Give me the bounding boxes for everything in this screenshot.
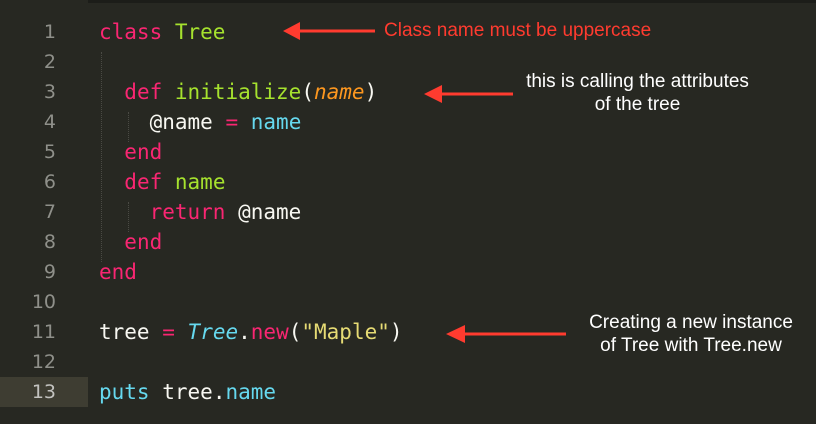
code-token: def <box>124 170 163 194</box>
code-token: new <box>250 320 289 344</box>
line-number-cell: 7 <box>0 197 88 227</box>
arrow-new-instance <box>446 325 566 343</box>
code-token: name <box>313 80 365 104</box>
arrow-class-name <box>283 22 375 40</box>
code-token: @name <box>238 200 302 224</box>
line-number-cell: 4 <box>0 107 88 137</box>
code-token: tree <box>162 380 213 404</box>
code-token: initialize <box>174 80 302 104</box>
code-text: def initialize(name) <box>99 77 377 107</box>
code-token: ( <box>288 320 302 344</box>
line-number-cell: 13 <box>0 377 88 407</box>
code-line[interactable]: 12 <box>0 347 816 377</box>
code-token: name <box>250 110 302 134</box>
tab-bar-edge <box>0 0 816 3</box>
code-line[interactable]: 10 <box>0 287 816 317</box>
line-number: 9 <box>43 261 56 283</box>
code-text: end <box>99 137 162 167</box>
line-number: 3 <box>43 81 56 103</box>
line-number-cell: 10 <box>0 287 88 317</box>
code-line[interactable]: 9 end <box>0 257 816 287</box>
code-text: return @name <box>99 197 302 227</box>
code-line[interactable]: 11 tree = Tree.new("Maple") <box>0 317 816 347</box>
code-line[interactable]: 4 @name = name <box>0 107 816 137</box>
line-number-cell: 5 <box>0 137 88 167</box>
code-text: end <box>99 227 162 257</box>
code-token: class <box>99 20 163 44</box>
annotation-new-instance: Creating a new instance of Tree with Tre… <box>566 311 816 357</box>
line-number-cell: 12 <box>0 347 88 377</box>
line-number-cell: 2 <box>0 47 88 77</box>
code-text: tree = Tree.new("Maple") <box>99 317 403 347</box>
line-number: 11 <box>31 321 56 343</box>
code-token: "Maple" <box>301 320 390 344</box>
code-token: @name <box>149 110 213 134</box>
line-number-cell: 11 <box>0 317 88 347</box>
code-token: return <box>149 200 226 224</box>
code-token: ) <box>389 320 403 344</box>
line-number-cell: 9 <box>0 257 88 287</box>
code-text: def name <box>99 167 225 197</box>
indent-guide <box>128 202 129 232</box>
line-number-cell: 8 <box>0 227 88 257</box>
code-token: = <box>162 320 175 344</box>
code-token: Tree <box>187 320 239 344</box>
code-token: . <box>212 380 226 404</box>
line-number-cell: 6 <box>0 167 88 197</box>
line-number-cell: 3 <box>0 77 88 107</box>
code-text: puts tree.name <box>99 377 276 407</box>
code-token: end <box>124 230 163 254</box>
code-token: Tree <box>174 20 226 44</box>
arrow-initialize <box>424 85 513 103</box>
line-number: 12 <box>31 351 56 373</box>
code-line[interactable]: 2 <box>0 47 816 77</box>
code-token: = <box>225 110 239 134</box>
code-token: ( <box>301 80 314 104</box>
indent-guide <box>101 52 102 262</box>
code-token: end <box>99 260 137 284</box>
line-number: 7 <box>43 201 56 223</box>
indent-guide <box>128 112 129 142</box>
annotation-initialize-line1: this is calling the attributes <box>526 71 749 92</box>
line-number-cell: 1 <box>0 17 88 47</box>
annotation-new-instance-line1: Creating a new instance <box>589 312 793 333</box>
code-text: @name = name <box>99 107 302 137</box>
annotation-new-instance-line2: of Tree with Tree.new <box>600 335 782 356</box>
code-line[interactable]: 13 puts tree.name <box>0 377 816 407</box>
line-number: 8 <box>43 231 56 253</box>
code-line[interactable]: 3 def initialize(name) <box>0 77 816 107</box>
line-number: 5 <box>43 141 56 163</box>
code-token: puts <box>99 380 150 404</box>
code-token: name <box>174 170 226 194</box>
code-token: name <box>225 380 277 404</box>
code-line[interactable]: 5 end <box>0 137 816 167</box>
code-line[interactable]: 8 end <box>0 227 816 257</box>
code-token: end <box>124 140 163 164</box>
code-token: def <box>124 80 163 104</box>
code-line[interactable]: 1 class Tree <box>0 17 816 47</box>
line-number: 6 <box>43 171 56 193</box>
annotation-class-name: Class name must be uppercase <box>384 20 652 41</box>
annotation-initialize: this is calling the attributes of the tr… <box>500 70 775 116</box>
code-line[interactable]: 7 return @name <box>0 197 816 227</box>
line-number-gutter <box>0 0 88 424</box>
line-number: 13 <box>31 381 56 403</box>
line-number: 10 <box>31 291 56 313</box>
line-number: 4 <box>43 111 56 133</box>
annotation-initialize-line2: of the tree <box>594 94 681 115</box>
code-line[interactable]: 6 def name <box>0 167 816 197</box>
code-text: class Tree <box>99 17 225 47</box>
code-token: ) <box>364 80 378 104</box>
code-token: . <box>238 320 251 344</box>
line-number: 1 <box>43 21 56 43</box>
line-number: 2 <box>43 51 56 73</box>
code-text: end <box>99 257 137 287</box>
code-token: tree <box>99 320 150 344</box>
